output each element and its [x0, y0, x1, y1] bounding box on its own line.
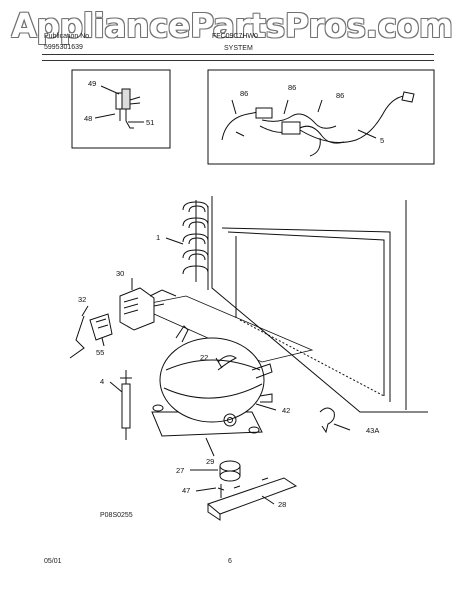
callout-86-left: 86: [240, 89, 248, 98]
filter-drier: [120, 370, 132, 440]
callout-32: 32: [78, 295, 86, 304]
condenser-coil: [182, 200, 209, 290]
callout-47: 47: [182, 486, 190, 495]
header-rule-bottom: [42, 60, 434, 61]
clip-43a: [319, 407, 335, 434]
callout-30: 30: [116, 269, 124, 278]
callout-4: 4: [100, 377, 104, 386]
wiring-harness: [221, 91, 415, 157]
callout-86-right: 86: [336, 91, 344, 100]
valve-part: [115, 88, 141, 129]
callout-5: 5: [380, 136, 384, 145]
callout-48: 48: [84, 114, 92, 123]
footer-date: 05/01: [44, 558, 62, 565]
watermark-logo: AppliancePartsPros.com: [11, 6, 453, 45]
callout-42: 42: [282, 406, 290, 415]
callout-27: 27: [176, 466, 184, 475]
grommet-bracket: [206, 460, 298, 521]
callout-49: 49: [88, 79, 96, 88]
callout-22: 22: [200, 353, 208, 362]
inset-box-wiring: [207, 69, 435, 165]
inset-box-valve: [71, 69, 171, 149]
callout-86-middle: 86: [288, 83, 296, 92]
callout-28: 28: [278, 500, 286, 509]
compressor: [151, 325, 273, 437]
callout-55: 55: [96, 348, 104, 357]
header-rule-top: [42, 54, 434, 55]
publication-label: Publication No.: [44, 33, 92, 40]
callout-51: 51: [146, 118, 154, 127]
section-title: SYSTEM: [224, 45, 253, 52]
footer-page-number: 6: [228, 558, 232, 565]
callout-29: 29: [206, 457, 214, 466]
callout-1: 1: [156, 233, 160, 242]
model-number: FFC09C7HW0: [212, 33, 258, 40]
callout-43a: 43A: [366, 426, 379, 435]
publication-number: 5995301639: [44, 44, 83, 51]
diagram-id: P08S0255: [100, 512, 133, 519]
relay-overload: [69, 287, 177, 359]
